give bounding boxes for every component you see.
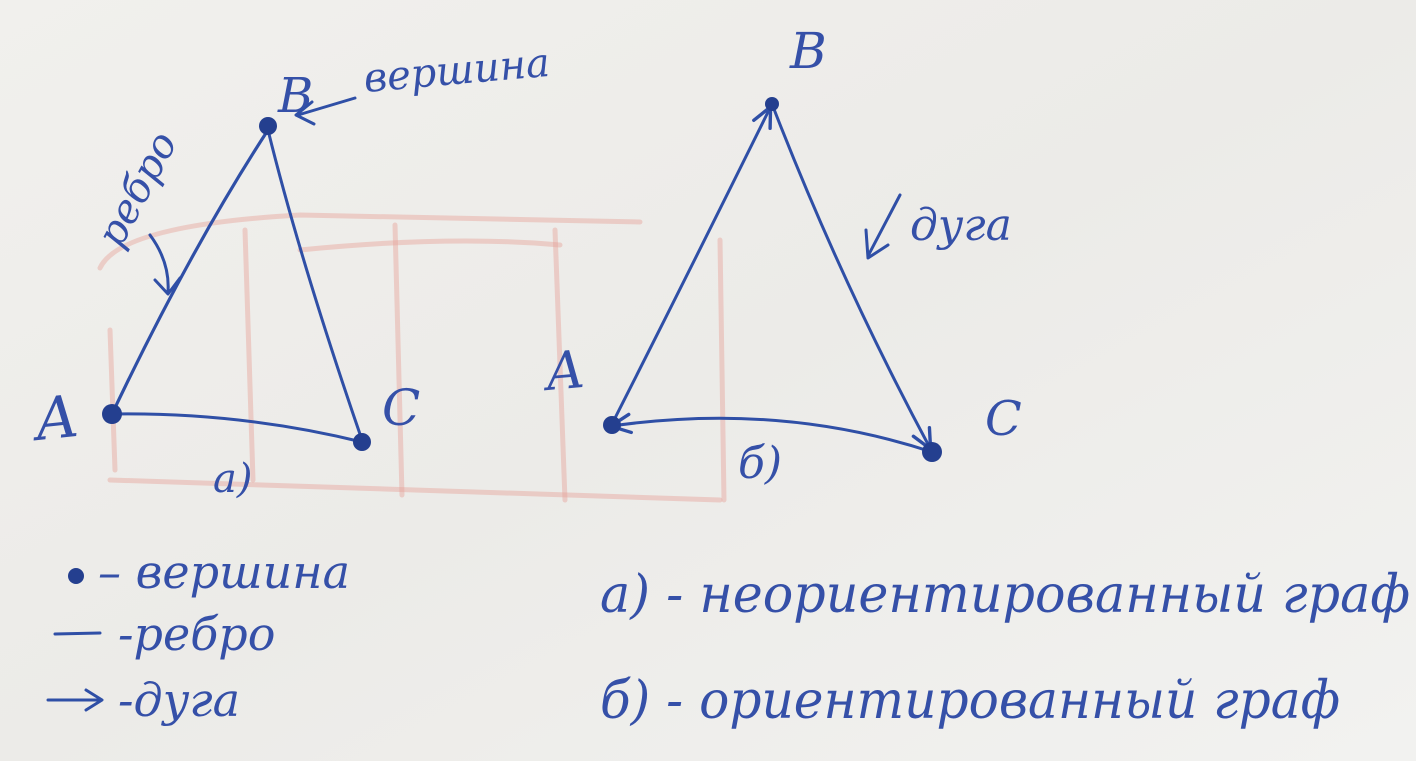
arc-annotation-text: дуга: [910, 200, 1012, 251]
vertex-b-c: [922, 442, 942, 462]
erased-ghost-table: [97, 212, 727, 503]
graph-directed: A B C дуга б): [540, 22, 1022, 489]
arc-c-a: [609, 412, 934, 454]
legend-edge-symbol: [53, 631, 102, 636]
legend-edge-text: -ребро: [118, 607, 275, 661]
vertex-b-b: [765, 97, 779, 111]
label-vertex-c: C: [382, 379, 420, 437]
legend: – вершина -ребро -дуга: [46, 545, 350, 727]
arc-b-c: [770, 102, 933, 451]
legend-arc-text: -дуга: [118, 673, 240, 727]
label-vertex-b-c: C: [985, 391, 1022, 447]
graph-b-caption: б): [738, 438, 782, 489]
arc-a-b: [610, 105, 773, 426]
arc-annotation-arrow: [864, 193, 902, 260]
edge-a-c: [110, 412, 364, 444]
vertex-annotation-arrow: [294, 96, 357, 126]
vertex-a: [102, 404, 122, 424]
vertex-b: [259, 117, 277, 135]
vertex-c: [353, 433, 371, 451]
edge-b-c: [266, 128, 364, 442]
graph-a-caption: а): [213, 456, 252, 502]
legend-arc-symbol: [46, 688, 104, 712]
legend-vertex-dot: [68, 568, 84, 584]
vertex-b-a: [603, 416, 621, 434]
edge-a-b: [110, 128, 270, 416]
definition-undirected: а) - неориентированный граф: [600, 565, 1410, 625]
edge-annotation-arrow: [148, 233, 182, 296]
label-vertex-b-b: B: [789, 22, 827, 80]
definition-directed: б) - ориентированный граф: [600, 671, 1340, 731]
legend-vertex-text: – вершина: [98, 545, 350, 599]
definitions: а) - неориентированный граф б) - ориенти…: [600, 565, 1410, 731]
label-vertex-b-a: A: [540, 340, 587, 403]
